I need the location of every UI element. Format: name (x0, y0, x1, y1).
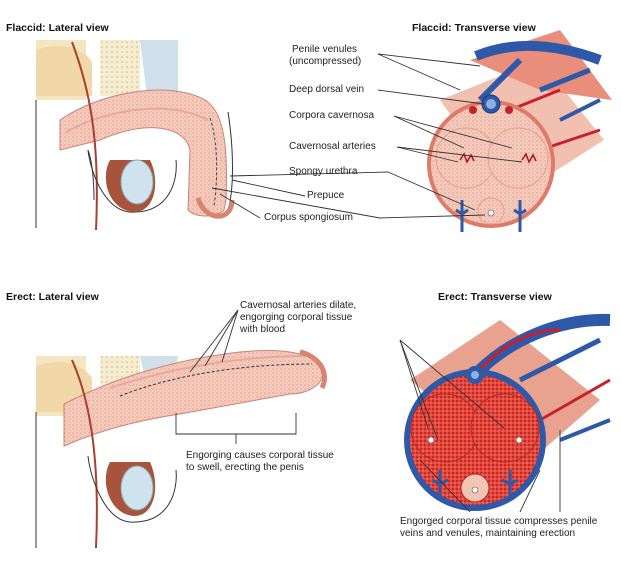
erect-lateral-illustration (35, 349, 327, 549)
label-prepuce: Prepuce (307, 190, 345, 201)
label-dilate-line3: with blood (240, 324, 286, 335)
label-dilate-line1: Cavernosal arteries dilate, (240, 300, 357, 311)
leader-lines (175, 53, 561, 513)
engorged-cavernosum-left (410, 393, 480, 463)
label-penile-venules: Penile venules (292, 44, 358, 55)
label-cavernosal-arteries: Cavernosal arteries (289, 141, 376, 152)
cavernosal-artery-left (459, 152, 475, 164)
heading-erect-transverse: Erect: Transverse view (438, 291, 552, 303)
erect-transverse-illustration (404, 313, 611, 511)
flaccid-lateral-illustration (35, 40, 235, 231)
heading-flaccid-transverse: Flaccid: Transverse view (412, 22, 536, 34)
glans (195, 197, 235, 219)
engorged-cavernosum-right (470, 393, 540, 463)
label-engorged-line2: veins and venules, maintaining erection (400, 528, 576, 539)
label-engorging-line2: to swell, erecting the penis (186, 462, 304, 473)
label-penile-venules-note: (uncompressed) (289, 56, 362, 67)
testis (120, 159, 154, 205)
heading-flaccid-lateral: Flaccid: Lateral view (6, 22, 109, 34)
pubic-symphysis (100, 40, 140, 96)
urethra-lumen (487, 209, 495, 217)
label-engorging-line1: Engorging causes corporal tissue (186, 450, 334, 461)
label-dilate-line2: engorging corporal tissue (240, 312, 353, 323)
flaccid-penis-shaft (59, 89, 228, 217)
label-deep-dorsal-vein: Deep dorsal vein (289, 84, 365, 95)
heading-erect-lateral: Erect: Lateral view (6, 291, 99, 303)
vas-deferens (71, 41, 98, 231)
flaccid-transverse-illustration (427, 30, 612, 232)
corpus-cavernosum-right (487, 127, 549, 189)
label-corpora-cavernosa: Corpora cavernosa (289, 110, 375, 121)
label-corpus-spongiosum: Corpus spongiosum (264, 212, 353, 223)
cavernosal-artery-right (521, 152, 537, 164)
label-spongy-urethra: Spongy urethra (289, 166, 358, 177)
dorsal-vein-tube (474, 41, 602, 65)
label-engorged-line1: Engorged corporal tissue compresses peni… (400, 516, 598, 527)
